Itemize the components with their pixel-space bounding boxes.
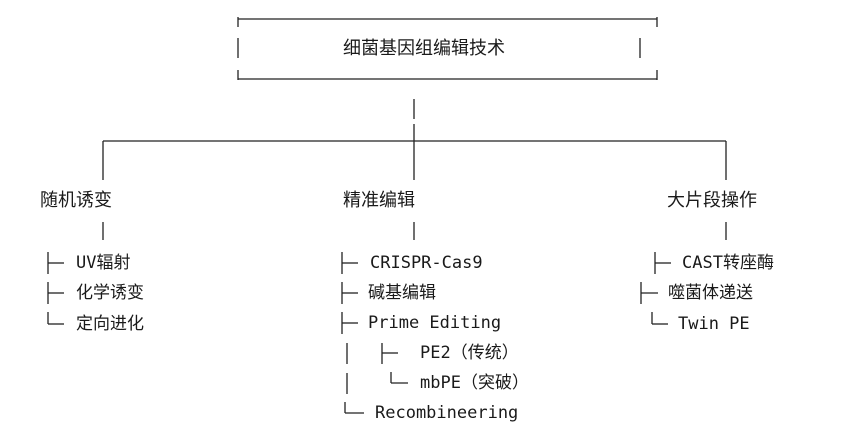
leaf-phage-delivery: 噬菌体递送 <box>668 283 753 303</box>
branch-label-random-mutagenesis: 随机诱变 <box>40 190 112 211</box>
trunk-connector <box>102 99 727 180</box>
leaf-cast-transposase: CAST转座酶 <box>682 253 774 273</box>
leaf-base-editing: 碱基编辑 <box>368 283 436 303</box>
leaf-pe2: PE2（传统） <box>420 343 519 363</box>
leaf-directed-evolution: 定向进化 <box>76 314 144 334</box>
leaf-mbpe: mbPE（突破） <box>420 373 529 393</box>
category-stems <box>102 222 727 240</box>
leaf-twin-pe: Twin PE <box>678 314 750 334</box>
branch-random-connectors <box>47 252 64 325</box>
branch-label-precise-editing: 精准编辑 <box>343 190 415 211</box>
branch-precise-connectors <box>341 252 408 414</box>
branch-large-connectors <box>640 252 671 325</box>
branch-label-large-fragment: 大片段操作 <box>667 190 757 211</box>
leaf-crispr-cas9: CRISPR-Cas9 <box>370 253 483 273</box>
root-frame <box>237 17 658 80</box>
leaf-recombineering: Recombineering <box>375 403 519 423</box>
leaf-chemical-mutagenesis: 化学诱变 <box>76 283 144 303</box>
leaf-prime-editing: Prime Editing <box>368 313 502 333</box>
leaf-uv-radiation: UV辐射 <box>76 253 131 273</box>
root-node-label: 细菌基因组编辑技术 <box>343 38 505 59</box>
